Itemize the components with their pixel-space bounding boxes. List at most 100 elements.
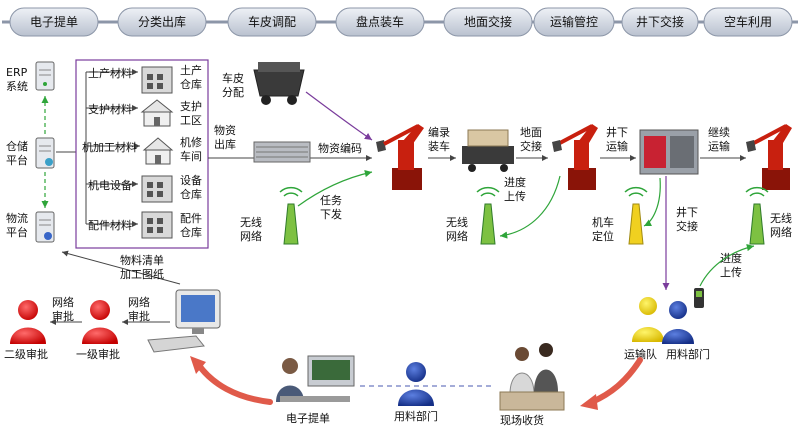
loco-positioning-label-line2: 定位 — [592, 229, 614, 243]
wireless-tower-icon — [279, 186, 303, 245]
erp-label-line2: 系统 — [6, 80, 28, 93]
first-approval-label: 一级审批 — [76, 347, 120, 361]
stage-label: 空车利用 — [724, 14, 772, 29]
loco-positioning-label-line1: 机车 — [592, 215, 614, 229]
stage-4: 盘点装车 — [335, 7, 425, 37]
material-row: 支护材料 支护 工区 — [86, 99, 202, 127]
material-label: 机加工材料 — [82, 140, 137, 154]
task-issue-label-line1: 任务 — [320, 194, 342, 207]
wireless-tower-icon — [624, 186, 648, 245]
record-loading-label-line2: 装车 — [428, 139, 450, 153]
net-approve-label-line1: 网络 — [52, 295, 74, 309]
steel-bundle-icon — [253, 141, 311, 163]
downhole-handover-label-line2: 交接 — [676, 219, 698, 233]
net-approve-label-line1: 网络 — [128, 295, 150, 309]
material-dept-label: 用料部门 — [666, 347, 710, 361]
robot-arm-icon — [376, 124, 424, 190]
net-approve-label-line2: 审批 — [128, 309, 150, 323]
downhole-transport-label-line1: 井下 — [606, 125, 628, 139]
downhole-handover-label-line1: 井下 — [676, 205, 698, 219]
material-label: 配件材料 — [88, 218, 132, 232]
continue-transport-label-line1: 继续 — [708, 125, 730, 139]
stage-6: 运输管控 — [533, 7, 615, 37]
material-row: 配件材料 配件 仓库 — [86, 211, 202, 239]
flow-arrow — [297, 170, 373, 207]
stage-label: 电子提单 — [30, 14, 78, 29]
progress-upload-label-line1: 进度 — [720, 251, 742, 265]
stage-bar: 电子提单 分类出库 车皮调配 盘点装车 地面交接 运输管控 井下交接 空车利用 — [2, 7, 798, 37]
warehouse-building-icon — [141, 66, 173, 94]
return-arrow-head — [190, 356, 206, 374]
warehouse-building-icon — [141, 175, 173, 203]
stage-label: 地面交接 — [464, 14, 512, 29]
continue-transport-label-line2: 运输 — [708, 139, 730, 153]
computer-icon — [147, 289, 221, 353]
material-list-label-line2: 加工图纸 — [120, 268, 164, 281]
flow-arrow — [643, 177, 661, 227]
warehouse-label-line2: 仓库 — [180, 225, 202, 239]
second-approval-label: 二级审批 — [4, 347, 48, 361]
warehouse-label-line1: 土产 — [180, 63, 202, 77]
warehouse-label-line2: 车间 — [180, 149, 202, 163]
wireless-label-line1: 无线 — [446, 215, 468, 229]
wireless-label-line2: 网络 — [240, 229, 262, 243]
stage-label: 盘点装车 — [356, 14, 404, 29]
person-red-icon — [10, 300, 46, 344]
stage-label: 车皮调配 — [248, 14, 296, 29]
e-bill-label: 电子提单 — [286, 412, 330, 425]
warehouse-platform-label-line2: 平台 — [6, 153, 28, 167]
wireless-tower-icon — [476, 186, 500, 245]
warehouse-label-line2: 仓库 — [180, 77, 202, 91]
mine-wagon-icon — [253, 62, 305, 105]
return-arrow — [589, 357, 643, 405]
house-icon — [140, 99, 174, 127]
site-receipt-people-icon — [499, 343, 565, 411]
material-row: 机加工材料 机修 车间 — [82, 135, 202, 165]
robot-arm-icon — [552, 124, 598, 190]
material-label: 土产材料 — [88, 66, 132, 80]
warehouse-label-line1: 机修 — [180, 135, 202, 149]
net-approve-label-line2: 审批 — [52, 309, 74, 323]
return-arrow — [195, 361, 273, 405]
flow-arrow — [699, 244, 755, 287]
material-coding-label: 物资编码 — [318, 141, 362, 155]
transport-team-label: 运输队 — [624, 347, 657, 361]
stage-1: 电子提单 — [9, 7, 99, 37]
wireless-label-line1: 无线 — [770, 211, 792, 225]
site-receipt-label: 现场收货 — [500, 413, 544, 427]
logistics-platform-label-line1: 物流 — [6, 211, 28, 225]
return-arrow-head — [580, 394, 598, 410]
progress-upload-label-line2: 上传 — [504, 190, 526, 203]
stage-8: 空车利用 — [703, 7, 793, 37]
flow-arrow — [499, 175, 561, 239]
material-row: 土产材料 土产 仓库 — [86, 63, 202, 94]
wagon-dispatch-label-line1: 车皮 — [222, 71, 244, 85]
office-worker-icon — [276, 355, 355, 402]
person-blue-icon — [662, 301, 694, 344]
flow-arrow — [61, 250, 181, 285]
stage-label: 运输管控 — [550, 14, 598, 29]
flow-arrow — [305, 91, 373, 141]
material-out-label-line1: 物资 — [214, 123, 236, 137]
server-icon — [35, 137, 55, 169]
person-red-icon — [82, 300, 118, 344]
material-label: 支护材料 — [88, 102, 132, 116]
stage-7: 井下交接 — [621, 7, 699, 37]
wireless-tower-icon — [745, 186, 769, 245]
server-icon — [35, 61, 55, 91]
warehouse-platform-label-line1: 仓储 — [6, 139, 28, 153]
warehouse-label-line2: 仓库 — [180, 187, 202, 201]
robot-arm-icon — [746, 124, 792, 190]
warehouse-label-line1: 配件 — [180, 212, 202, 225]
warehouse-label-line1: 支护 — [180, 99, 202, 113]
warehouse-label-line2: 工区 — [180, 114, 202, 127]
stage-5: 地面交接 — [443, 7, 533, 37]
stage-label: 分类出库 — [138, 14, 186, 29]
wireless-label-line2: 网络 — [770, 225, 792, 239]
task-issue-label-line2: 下发 — [320, 207, 342, 221]
stage-label: 井下交接 — [636, 14, 684, 29]
erp-label-line1: ERP — [6, 66, 28, 79]
progress-upload-label-line1: 进度 — [504, 175, 526, 189]
material-row: 机电设备 设备 仓库 — [86, 173, 202, 203]
